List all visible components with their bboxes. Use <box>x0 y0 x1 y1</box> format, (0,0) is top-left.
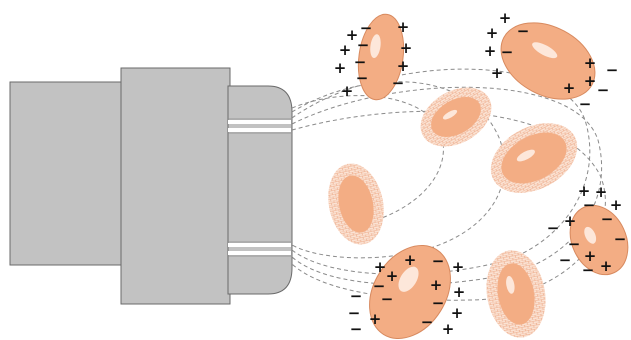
charged-particle-icon <box>357 13 405 101</box>
positive-charge-mark: + <box>600 257 613 275</box>
negative-charge-mark: − <box>568 235 581 253</box>
positive-charge-mark: + <box>341 82 354 100</box>
negative-charge-mark: − <box>381 290 394 308</box>
positive-charge-mark: + <box>499 9 512 27</box>
positive-charge-mark: + <box>584 247 597 265</box>
positive-charge-mark: + <box>584 72 597 90</box>
positive-charge-mark: + <box>610 196 623 214</box>
charged-particle-icon <box>569 204 629 276</box>
positive-charge-mark: + <box>486 24 499 42</box>
negative-charge-mark: − <box>582 261 595 279</box>
neutral-particles <box>328 87 578 338</box>
negative-charge-mark: − <box>579 95 592 113</box>
negative-charge-mark: − <box>356 69 369 87</box>
positive-charge-mark: + <box>484 42 497 60</box>
negative-charge-mark: − <box>614 230 627 248</box>
negative-charge-mark: − <box>360 19 373 37</box>
positive-charge-mark: + <box>451 304 464 322</box>
electrode-nozzle-icon <box>9 67 293 305</box>
negative-charge-mark: − <box>350 320 363 338</box>
positive-charge-mark: + <box>430 276 443 294</box>
positive-charge-mark: + <box>563 79 576 97</box>
negative-charge-mark: − <box>421 313 434 331</box>
positive-charge-mark: + <box>369 310 382 328</box>
positive-charge-mark: + <box>452 258 465 276</box>
negative-charge-mark: − <box>501 43 514 61</box>
positive-charge-mark: + <box>346 26 359 44</box>
charged-particle-icon <box>500 22 596 100</box>
positive-charge-mark: + <box>584 54 597 72</box>
negative-charge-mark: − <box>601 210 614 228</box>
positive-charge-mark: + <box>491 64 504 82</box>
neutral-particle-icon <box>328 163 384 245</box>
negative-charge-mark: − <box>432 252 445 270</box>
negative-charge-mark: − <box>350 287 363 305</box>
positive-charge-mark: + <box>595 183 608 201</box>
negative-charge-mark: − <box>348 304 361 322</box>
neutral-particle-icon <box>420 87 492 147</box>
positive-charge-mark: + <box>400 39 413 57</box>
negative-charge-mark: − <box>583 196 596 214</box>
negative-charge-mark: − <box>547 219 560 237</box>
neutral-particle-icon <box>490 123 578 193</box>
charged-particle-icon <box>369 245 451 339</box>
positive-charge-mark: + <box>442 320 455 338</box>
negative-charge-mark: − <box>392 74 405 92</box>
positive-charge-mark: + <box>386 267 399 285</box>
negative-charge-mark: − <box>357 36 370 54</box>
negative-charge-mark: − <box>354 53 367 71</box>
positive-charge-mark: + <box>564 212 577 230</box>
negative-charge-mark: − <box>597 81 610 99</box>
positive-charge-mark: + <box>578 182 591 200</box>
negative-charge-mark: − <box>373 277 386 295</box>
positive-charge-mark: + <box>453 283 466 301</box>
positive-charge-mark: + <box>374 258 387 276</box>
negative-charge-mark: − <box>606 61 619 79</box>
negative-charge-mark: − <box>517 22 530 40</box>
charge-marks: +−+−++−+−+−+++−+−++−++−−+++−−+−−−+−+−++−… <box>334 9 627 338</box>
positive-charge-mark: + <box>404 251 417 269</box>
positive-charge-mark: + <box>339 41 352 59</box>
neutral-particle-icon <box>486 250 546 338</box>
positive-charge-mark: + <box>334 59 347 77</box>
upper-band <box>228 118 291 134</box>
negative-charge-mark: − <box>559 251 572 269</box>
positive-charge-mark: + <box>397 57 410 75</box>
charged-particles <box>357 13 629 339</box>
negative-charge-mark: − <box>432 294 445 312</box>
lower-band <box>228 241 291 257</box>
positive-charge-mark: + <box>397 18 410 36</box>
